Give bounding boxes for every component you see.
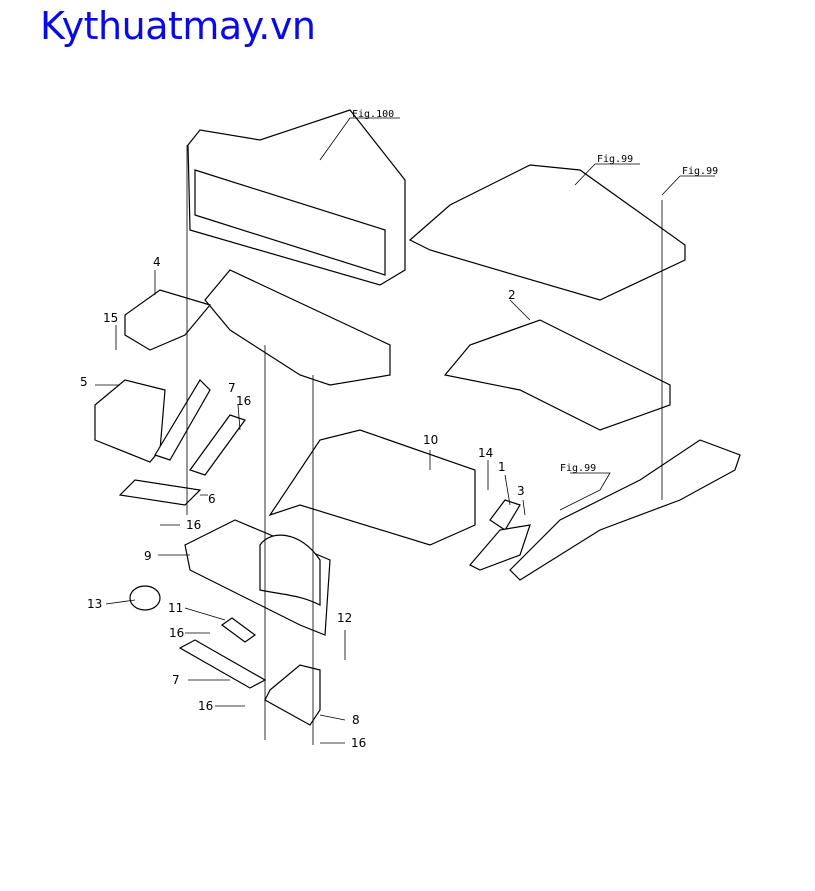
callout-15: 15 [103,311,118,325]
leader-lines [95,117,715,745]
site-title: Kythuatmay.vn [40,4,316,48]
part-9-cylinder [259,534,321,606]
callout-1: 1 [498,460,506,474]
callout-6: 6 [208,492,216,506]
part-1 [489,499,521,531]
part-10-plate [268,429,476,546]
part-8-bracket [264,664,321,726]
callout-4: 4 [153,255,161,269]
callout-13: 13 [87,597,102,611]
part-7-strip [189,414,246,476]
part-2-plate [443,319,671,431]
callout-7: 7 [172,673,180,687]
part-5-box [94,379,166,463]
callout-9: 9 [144,549,152,563]
callout-16: 16 [169,626,184,640]
callout-8: 8 [352,713,360,727]
callout-16: 16 [236,394,251,408]
callout-16: 16 [351,736,366,750]
part-4-bracket [124,289,212,351]
part-11-plate [220,617,257,643]
panel-fig100-face [194,169,386,276]
fig-ref-99-frame: Fig.99 [560,463,596,474]
cover-tray [204,269,391,386]
part-13-clamp [129,585,161,611]
part-3 [469,524,531,571]
fig-ref-100: Fig.100 [352,109,394,120]
callout-10: 10 [423,433,438,447]
callout-11: 11 [168,601,183,615]
part-angle [154,379,211,461]
lower-frame-fig99 [509,439,741,581]
fig-ref-99-top: Fig.99 [597,154,633,165]
callout-7: 7 [228,381,236,395]
callout-12: 12 [337,611,352,625]
part-6-plate [118,479,202,506]
part-7-lower [178,639,267,689]
callout-2: 2 [508,288,516,302]
callout-3: 3 [517,484,525,498]
top-cover-fig99 [408,164,686,301]
callout-14: 14 [478,446,493,460]
callout-5: 5 [80,375,88,389]
fig-ref-99-bolt: Fig.99 [682,166,718,177]
callout-16: 16 [198,699,213,713]
callout-16: 16 [186,518,201,532]
callouts: 4 15 5 7 16 6 16 2 10 14 1 3 9 13 11 16 … [80,255,525,750]
